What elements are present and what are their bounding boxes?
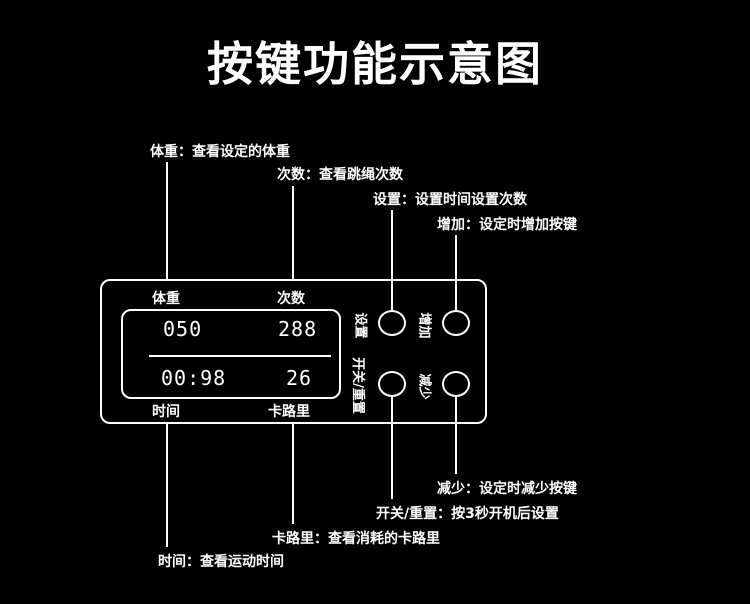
display-count-value: 288	[278, 317, 318, 341]
callout-calories: 卡路里：查看消耗的卡路里	[272, 531, 440, 547]
display-time-value: 00:98	[161, 366, 227, 390]
leader-line-time	[166, 424, 168, 547]
device-label-time: 时间	[152, 404, 180, 420]
set-button[interactable]	[378, 310, 406, 336]
power-reset-button[interactable]	[378, 371, 406, 397]
callout-weight: 体重：查看设定的体重	[150, 144, 290, 160]
device-label-count: 次数	[277, 291, 305, 307]
callout-power-reset: 开关/重置：按3秒开机后设置	[376, 506, 559, 522]
callout-decrease: 减少：设定时减少按键	[437, 481, 577, 497]
display-screen	[121, 309, 341, 399]
leader-line-calories	[292, 424, 294, 524]
leader-line-count	[292, 186, 294, 280]
device-outline	[100, 279, 487, 424]
leader-line-weight	[166, 162, 168, 280]
increase-button[interactable]	[442, 310, 470, 336]
callout-increase: 增加：设定时增加按键	[437, 217, 577, 233]
device-label-calories: 卡路里	[268, 404, 310, 420]
decrease-button[interactable]	[442, 371, 470, 397]
leader-line-set	[391, 210, 393, 310]
button-label-decrease: 减少	[416, 373, 432, 400]
leader-line-power-reset	[391, 396, 393, 499]
page-title: 按键功能示意图	[207, 37, 543, 91]
display-calories-value: 26	[286, 366, 313, 390]
leader-line-decrease	[455, 396, 457, 474]
leader-line-increase	[455, 235, 457, 310]
display-divider	[149, 355, 331, 357]
callout-time: 时间：查看运动时间	[158, 554, 284, 570]
device-label-weight: 体重	[152, 291, 180, 307]
display-weight-value: 050	[163, 317, 203, 341]
button-label-increase: 增加	[416, 312, 432, 339]
button-label-set: 设置	[352, 312, 368, 339]
callout-set: 设置：设置时间设置次数	[373, 192, 527, 208]
button-label-power-reset: 开关/重置	[349, 357, 365, 414]
callout-count: 次数：查看跳绳次数	[277, 167, 403, 183]
